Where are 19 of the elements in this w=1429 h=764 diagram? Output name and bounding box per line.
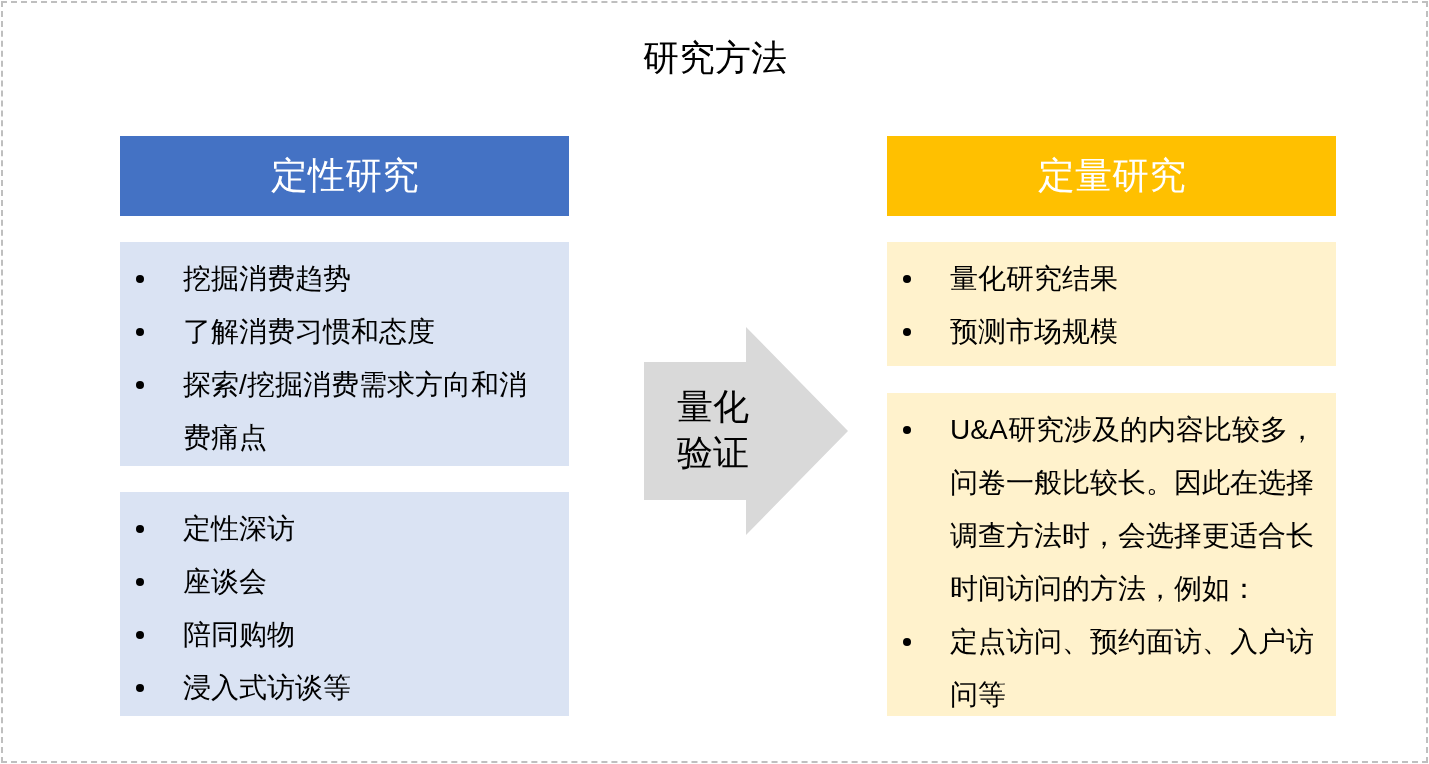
list-box: [887, 242, 1336, 366]
list-item: 陪同购物: [183, 618, 296, 652]
list-item: 探索/挖掘消费需求方向和消费痛点: [183, 368, 528, 455]
list-box: [120, 492, 569, 716]
list-box: [887, 393, 1336, 716]
list-item: 预测市场规模: [950, 315, 1119, 349]
title: 研究方法: [642, 37, 787, 78]
list-item: 浸入式访谈等: [183, 671, 352, 705]
header-box: 定量研究: [887, 136, 1336, 216]
list-item: 定点访问、预约面访、入户访问等: [950, 625, 1315, 712]
block-arrow: 量化验证: [644, 327, 848, 535]
header-box: 定性研究: [120, 136, 569, 216]
list-item: U&A研究涉及的内容比较多，问卷一般比较长。因此在选择调查方法时，会选择更适合长时间访问的方法，例如：: [950, 413, 1317, 606]
list-item: 定性深访: [183, 512, 296, 546]
list-item: 座谈会: [183, 565, 268, 599]
list-item: 挖掘消费趋势: [183, 262, 352, 296]
list-item: 量化研究结果: [950, 262, 1119, 296]
list-item: 了解消费习惯和态度: [183, 315, 436, 349]
list-box: [120, 242, 569, 466]
